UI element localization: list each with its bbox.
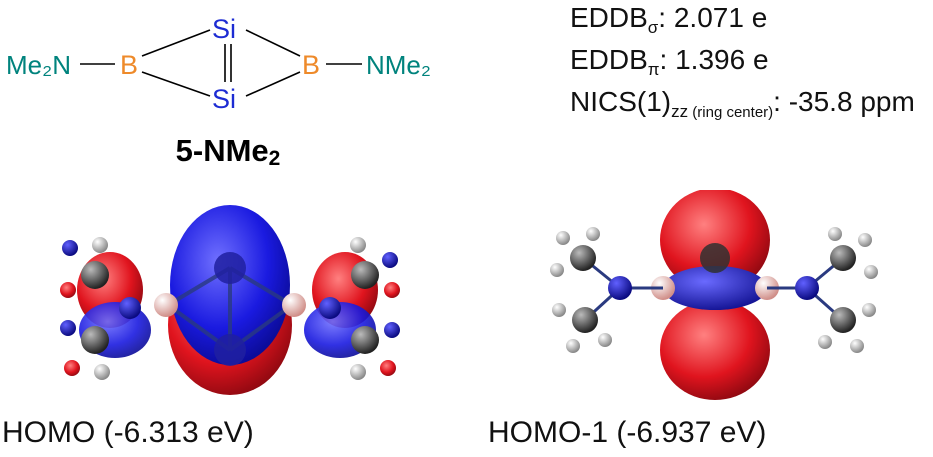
silicon-bottom: Si [212, 84, 236, 114]
nitrogen-atom [608, 276, 632, 300]
silicon-top: Si [212, 14, 236, 44]
hydrogen-atom [858, 233, 872, 247]
hydrogen-atom [62, 240, 78, 256]
bond-b-si-bottom-left [141, 71, 211, 97]
hydrogen-atom [60, 320, 76, 336]
property-eddb-pi: EDDBπ: 1.396 e [570, 44, 769, 80]
boron-atom [154, 293, 178, 317]
bond-b-si-top-left [141, 29, 211, 57]
silicon-atom [214, 334, 246, 366]
carbon-atom [351, 261, 379, 289]
compound-name: 5-NMe [175, 133, 269, 168]
property-subscript: zz (ring center) [671, 102, 773, 121]
boron-right: B [302, 50, 320, 80]
property-subscript: π [647, 60, 660, 79]
nitrogen-atom [119, 297, 141, 319]
silicon-atom [214, 252, 246, 284]
homo-1-label: HOMO-1 (-6.937 eV) [488, 416, 767, 449]
carbon-atom [830, 245, 856, 271]
boron-left: B [120, 50, 138, 80]
silicon-atom [700, 243, 730, 273]
property-value: : 1.396 e [659, 44, 769, 75]
lewis-structure: Me₂N B Si Si B NMe₂ [6, 14, 431, 114]
right-amino-group: NMe₂ [366, 50, 431, 80]
homo-orbital-image [60, 205, 400, 395]
bond-si-bottom-b-right [245, 71, 301, 97]
carbon-atom [830, 307, 856, 333]
property-value: : 2.071 e [658, 2, 768, 33]
hydrogen-atom [92, 237, 108, 253]
hydrogen-atom [552, 303, 566, 317]
hydrogen-atom [60, 282, 76, 298]
left-amino-group: Me₂N [6, 50, 71, 80]
hydrogen-atom [850, 339, 864, 353]
hydrogen-atom [864, 265, 878, 279]
hydrogen-atom [862, 303, 876, 317]
bond-si-top-b-right [245, 29, 301, 57]
property-subscript-main: zz [671, 102, 689, 121]
carbon-atom [351, 326, 379, 354]
hydrogen-atom [384, 322, 400, 338]
hydrogen-atom [384, 282, 400, 298]
boron-atom [282, 293, 306, 317]
hydrogen-atom [380, 360, 396, 376]
property-name: EDDB [570, 44, 648, 75]
carbon-atom [572, 307, 598, 333]
property-subscript: σ [647, 18, 659, 37]
nitrogen-atom [795, 276, 819, 300]
property-name: EDDB [570, 2, 648, 33]
hydrogen-atom [550, 263, 564, 277]
hydrogen-atom [556, 231, 570, 245]
hydrogen-atom [818, 335, 832, 349]
hydrogen-atom [64, 360, 80, 376]
hydrogen-atom [350, 364, 366, 380]
carbon-atom [570, 245, 596, 271]
property-value: : -35.8 ppm [773, 86, 915, 117]
hydrogen-atom [94, 364, 110, 380]
hydrogen-atom [566, 339, 580, 353]
property-eddb-sigma: EDDBσ: 2.071 e [570, 2, 767, 38]
property-nics: NICS(1)zz (ring center): -35.8 ppm [570, 86, 915, 122]
central-blue-band [663, 266, 767, 310]
carbon-atom [81, 261, 109, 289]
compound-label: 5-NMe2 [143, 133, 313, 171]
homo-label: HOMO (-6.313 eV) [2, 416, 254, 449]
hydrogen-atom [828, 227, 842, 241]
lower-red-lobe [660, 300, 770, 400]
hydrogen-atom [598, 333, 612, 347]
property-subscript-note: (ring center) [688, 104, 774, 121]
homo-1-orbital-image [550, 190, 878, 400]
hydrogen-atom [350, 237, 366, 253]
hydrogen-atom [382, 252, 398, 268]
upper-red-lobe [660, 190, 770, 292]
carbon-atom [81, 326, 109, 354]
nitrogen-atom [319, 297, 341, 319]
hydrogen-atom [586, 227, 600, 241]
compound-subscript: 2 [268, 147, 281, 170]
property-name: NICS(1) [570, 86, 672, 117]
